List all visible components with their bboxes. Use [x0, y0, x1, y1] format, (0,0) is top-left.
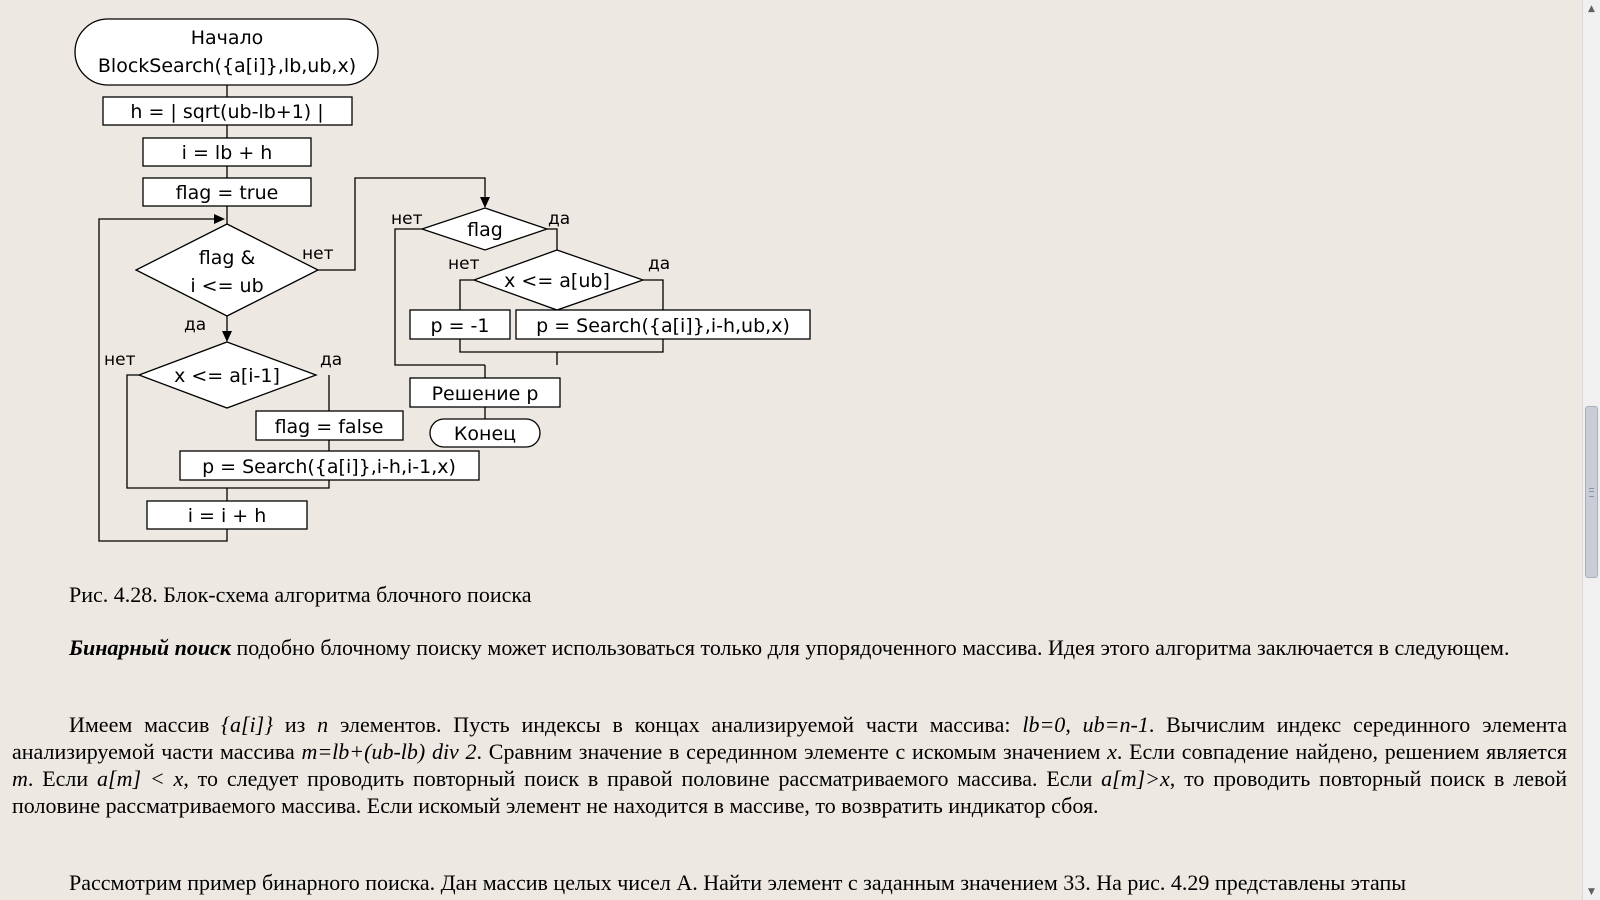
- ub-yes-label: да: [648, 254, 670, 274]
- result-block: [409, 377, 561, 408]
- flag-diamond-text: flag: [467, 219, 503, 241]
- math-term: a[m]>x: [1101, 766, 1170, 791]
- flag-false-text: flag = false: [275, 416, 384, 438]
- paragraph-binary-search-intro: Бинарный поиск подобно блочному поиску м…: [12, 634, 1567, 661]
- text-run: . Если совпадение найдено, решением явля…: [1116, 739, 1567, 764]
- h-assign-block: [102, 96, 353, 126]
- paragraph-binary-search-description: Имеем массив {a[i]} из n элементов. Пуст…: [12, 711, 1567, 819]
- flag-true-text: flag = true: [176, 182, 279, 204]
- text-run: Имеем массив: [69, 712, 222, 737]
- flag-yes-label: да: [548, 209, 570, 229]
- compare-text: x <= a[i-1]: [174, 365, 280, 387]
- end-text: Конец: [454, 423, 516, 445]
- compare-no-label: нет: [104, 350, 136, 370]
- text-run: ,: [1065, 712, 1083, 737]
- block-search-flowchart: Начало BlockSearch({a[i]},lb,ub,x) h = |…: [74, 18, 811, 542]
- vertical-scrollbar[interactable]: ▲ ▼: [1582, 0, 1600, 900]
- figure-caption: Рис. 4.28. Блок-схема алгоритма блочного…: [69, 582, 532, 607]
- loop-no-label: нет: [302, 244, 334, 264]
- p-minus-one-block: [409, 309, 511, 340]
- scroll-down-arrow-icon[interactable]: ▼: [1588, 886, 1595, 897]
- text-run: . Сравним значение в серединном элементе…: [476, 739, 1108, 764]
- i-assign-block: [142, 137, 312, 167]
- loop-condition-text-1: flag &: [199, 247, 256, 269]
- paragraph-text: подобно блочному поиску может использова…: [231, 635, 1510, 660]
- flag-true-block: [142, 177, 312, 207]
- text-run: . Вычислим индекс серединного элемента а…: [12, 712, 1567, 764]
- end-terminal: [429, 418, 541, 448]
- loop-condition-text-2: i <= ub: [190, 275, 263, 297]
- start-label: Начало: [191, 27, 264, 49]
- math-term: lb=0: [1022, 712, 1066, 737]
- flowchart-wires: [98, 85, 664, 542]
- math-term: {a[i]}: [221, 712, 274, 737]
- scrollbar-thumb[interactable]: [1585, 406, 1598, 578]
- p-minus-one-text: p = -1: [430, 315, 489, 337]
- result-text: Решение p: [432, 383, 539, 405]
- search-call-right-text: p = Search({a[i]},i-h,ub,x): [536, 315, 790, 337]
- search-call-right-block: [515, 309, 811, 340]
- text-run: , то следует проводить повторный поиск в…: [183, 766, 1102, 791]
- arrowhead: [222, 331, 232, 342]
- i-assign-text: i = lb + h: [182, 142, 273, 164]
- math-term: m=lb+(ub-lb) div 2: [301, 739, 477, 764]
- loop-condition-diamond: [134, 223, 320, 317]
- math-term: n: [317, 712, 329, 737]
- math-term: a[m] < x: [97, 766, 184, 791]
- flag-no-label: нет: [391, 209, 423, 229]
- grip-icon: [1589, 488, 1594, 497]
- text-run: элементов. Пусть индексы в концах анализ…: [328, 712, 1023, 737]
- flag-diamond: [419, 207, 550, 251]
- compare-diamond: [137, 341, 318, 409]
- h-assign-text: h = | sqrt(ub-lb+1) |: [130, 101, 323, 123]
- math-term: m: [12, 766, 28, 791]
- loop-yes-label: да: [184, 315, 206, 335]
- term-binary-search: Бинарный поиск: [69, 635, 232, 660]
- compare-yes-label: да: [320, 350, 342, 370]
- text-run: из: [273, 712, 318, 737]
- search-call-left-text: p = Search({a[i]},i-h,i-1,x): [202, 456, 456, 478]
- paragraph-binary-search-example: Рассмотрим пример бинарного поиска. Дан …: [69, 870, 1407, 895]
- flag-false-block: [255, 410, 404, 441]
- search-call-left-block: [179, 450, 480, 481]
- i-increment-block: [146, 500, 308, 530]
- ub-compare-text: x <= a[ub]: [504, 270, 610, 292]
- text-run: , то проводить повторный поиск в левой п…: [12, 766, 1567, 818]
- arrowhead: [214, 214, 225, 224]
- math-term: x: [1107, 739, 1117, 764]
- math-term: ub=n-1: [1082, 712, 1149, 737]
- start-terminal: [74, 18, 379, 86]
- ub-no-label: нет: [448, 254, 480, 274]
- i-increment-text: i = i + h: [188, 505, 267, 527]
- arrowhead: [480, 197, 490, 208]
- scroll-up-arrow-icon[interactable]: ▲: [1588, 3, 1595, 14]
- start-signature: BlockSearch({a[i]},lb,ub,x): [98, 55, 356, 77]
- text-run: . Если: [27, 766, 98, 791]
